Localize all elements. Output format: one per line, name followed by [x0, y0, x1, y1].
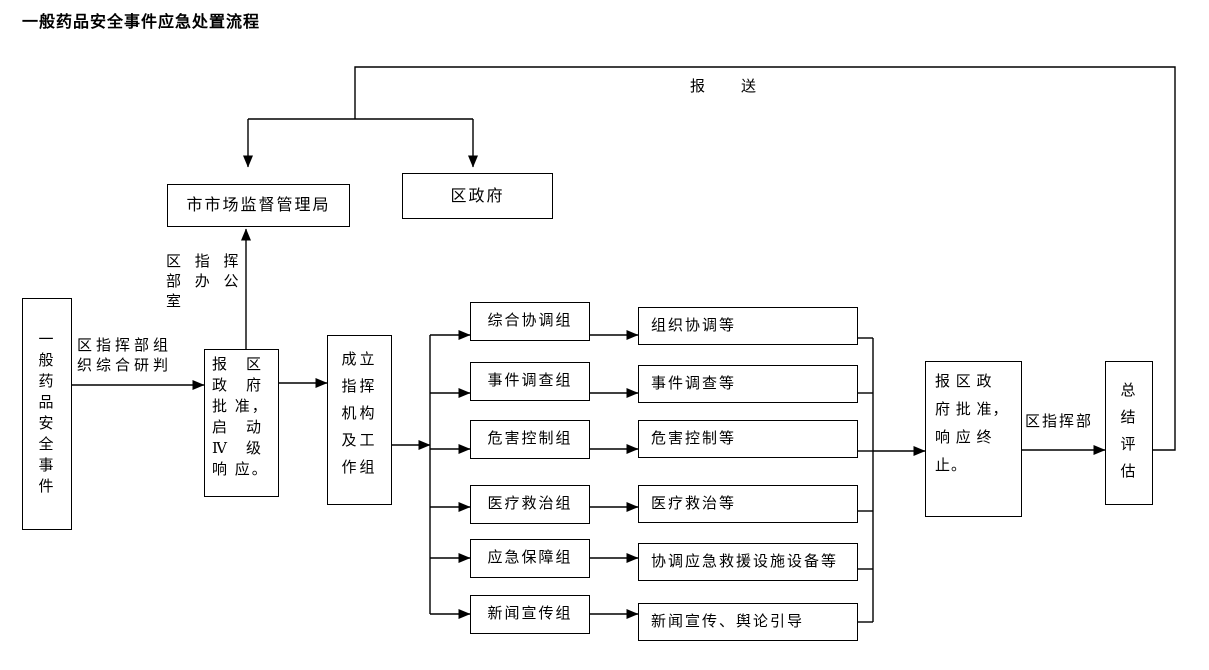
label-command-office: 区 指 挥 部 办 公 室 [166, 254, 244, 310]
node-task-medical-treatment: 医疗救治等 [638, 485, 858, 523]
node-task-emergency-support: 协调应急救援设施设备等 [638, 543, 858, 581]
node-task-investigation: 事件调查等 [638, 365, 858, 403]
node-drug-safety-incident: 一 般 药 品 安 全 事 件 [22, 298, 72, 530]
node-task-coordination: 组织协调等 [638, 307, 858, 345]
node-district-government: 区政府 [402, 173, 553, 219]
label-command-research: 区指挥部组 织综合研判 [77, 338, 173, 374]
node-group-coordination: 综合协调组 [470, 302, 590, 341]
node-group-medical-treatment: 医疗救治组 [470, 485, 590, 524]
node-task-news-publicity: 新闻宣传、舆论引导 [638, 603, 858, 641]
node-group-news-publicity: 新闻宣传组 [470, 595, 590, 634]
label-district-command: 区指挥部 [1025, 414, 1094, 430]
node-group-emergency-support: 应急保障组 [470, 539, 590, 578]
node-summary-evaluation: 总 结 评 估 [1105, 361, 1153, 505]
label-report-send: 报 送 [690, 79, 759, 95]
node-group-investigation: 事件调查组 [470, 362, 590, 401]
node-setup-command-structure: 成立 指挥 机构 及工 作组 [327, 335, 392, 505]
node-approve-end-response: 报 区 政 府 批 准， 响 应 终 止。 [925, 361, 1022, 517]
node-group-hazard-control: 危害控制组 [470, 420, 590, 459]
page-title: 一般药品安全事件应急处置流程 [22, 14, 261, 31]
node-approve-level4-response: 报 区 政 府 批 准， 启 动 Ⅳ 级 响 应。 [204, 349, 279, 497]
node-task-hazard-control: 危害控制等 [638, 420, 858, 458]
edge-report-loop [354, 66, 1176, 451]
node-city-market-supervision-bureau: 市市场监督管理局 [167, 184, 350, 227]
